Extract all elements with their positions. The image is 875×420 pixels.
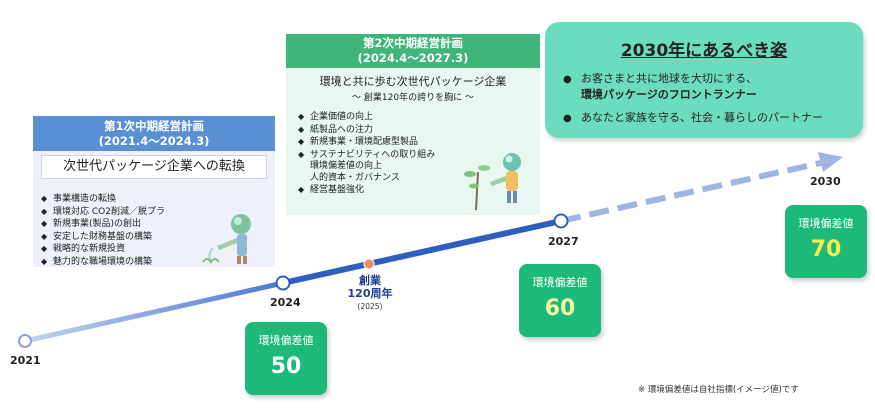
diamond-bullet-icon: ◆ xyxy=(298,185,305,194)
diamond-bullet-icon: ◆ xyxy=(41,194,48,203)
list-item: ◆安定した財務基盤の構築 xyxy=(41,231,153,242)
plan1-bullet-list: ◆事業構造の転換 ◆環境対応 CO2削減／脱プラ ◆新規事業(製品)の創出 ◆安… xyxy=(41,193,165,268)
list-item: ●あなたと家族を守る、社会・暮らしのパートナー xyxy=(563,111,823,124)
list-item: ◆魅力的な職場環境の構築 xyxy=(41,256,153,267)
milestone-2021 xyxy=(18,334,32,348)
diamond-bullet-icon: ◆ xyxy=(298,149,305,159)
score-value: 60 xyxy=(544,296,576,321)
diamond-bullet-icon: ◆ xyxy=(41,206,48,216)
plan2-title: 第2次中期経営計画 xyxy=(362,36,463,50)
list-item: ◆戦略的な新規投資 xyxy=(41,244,126,254)
diamond-bullet-icon: ◆ xyxy=(298,112,305,121)
diamond-bullet-icon: ◆ xyxy=(41,231,48,241)
year-label-2027: 2027 xyxy=(548,235,579,248)
footnote: ※ 環境偏差値は自社指標(イメージ値)です xyxy=(638,385,799,395)
anniversary-year: (2025) xyxy=(357,302,383,311)
list-item: ◆新規事業(製品)の創出 xyxy=(41,219,142,229)
score-box-2030: 環境偏差値 70 xyxy=(785,205,867,278)
plan2-bullet-list: ◆企業価値の向上 ◆紙製品への注力 ◆新規事業・環境配慮型製品 ◆サステナビリテ… xyxy=(298,111,435,197)
list-item: ◆企業価値の向上 xyxy=(298,112,374,122)
plan1-box: 第1次中期経営計画 (2021.4～2024.3) 次世代パッケージ企業への転換… xyxy=(33,116,275,267)
year-label-2024: 2024 xyxy=(270,296,301,309)
score-label: 環境偏差値 xyxy=(798,217,854,230)
plan2-header: 第2次中期経営計画 (2024.4～2027.3) xyxy=(286,34,540,68)
year-label-2021: 2021 xyxy=(10,354,41,367)
score-box-2024: 環境偏差値 50 xyxy=(245,322,327,395)
sapling-globe-illustration xyxy=(464,153,521,211)
watering-globe-illustration xyxy=(202,214,251,264)
plan1-period: (2021.4～2024.3) xyxy=(98,134,210,148)
plan2-box: 第2次中期経営計画 (2024.4～2027.3) 環境と共に歩む次世代パッケー… xyxy=(286,34,540,215)
score-label: 環境偏差値 xyxy=(258,334,314,347)
vision-2030-box: 2030年にあるべき姿 ●お客さまと共に地球を大切にする、 環境パッケージのフロ… xyxy=(545,22,863,138)
list-item: ◆紙製品への注力 xyxy=(298,124,374,135)
list-item: ◆サステナビリティへの取り組み xyxy=(298,149,436,160)
diamond-bullet-icon: ◆ xyxy=(41,244,48,253)
list-item: ◆経営基盤強化 xyxy=(298,185,365,195)
year-label-2030: 2030 xyxy=(810,175,841,188)
anniversary-line2: 120周年 xyxy=(347,287,393,300)
plan2-period: (2024.4～2027.3) xyxy=(357,51,469,65)
diamond-bullet-icon: ◆ xyxy=(41,219,48,228)
score-value: 70 xyxy=(810,237,842,262)
diamond-bullet-icon: ◆ xyxy=(298,124,305,134)
anniversary-line1: 創業 xyxy=(359,274,381,287)
timeline-segment-2027-2030 xyxy=(560,159,826,224)
score-value: 50 xyxy=(270,354,302,379)
plan1-header: 第1次中期経営計画 (2021.4～2024.3) xyxy=(33,116,275,151)
vision-list: ●お客さまと共に地球を大切にする、 環境パッケージのフロントランナー ●あなたと… xyxy=(545,71,863,126)
list-item-sub: 人的資本・ガバナンス xyxy=(310,172,400,183)
vision-item1-emphasis: 環境パッケージのフロントランナー xyxy=(581,88,757,101)
list-item: ◆環境対応 CO2削減／脱プラ xyxy=(41,206,165,217)
diamond-bullet-icon: ◆ xyxy=(41,256,48,266)
plan1-title: 第1次中期経営計画 xyxy=(103,119,204,133)
timeline-arrowhead xyxy=(818,152,843,172)
score-box-2027: 環境偏差値 60 xyxy=(519,264,601,337)
list-item: ●お客さまと共に地球を大切にする、 環境パッケージのフロントランナー xyxy=(563,71,863,102)
list-item: ◆新規事業・環境配慮型製品 xyxy=(298,137,419,147)
vision-title: 2030年にあるべき姿 xyxy=(620,41,788,61)
score-label: 環境偏差値 xyxy=(532,276,588,289)
milestone-2025-anniversary xyxy=(363,258,375,270)
list-item: ◆事業構造の転換 xyxy=(41,194,117,204)
bullet-dot-icon: ● xyxy=(563,74,572,85)
milestone-2024 xyxy=(275,275,291,291)
milestone-2027 xyxy=(553,213,569,229)
anniversary-label: 創業 120周年 (2025) xyxy=(344,274,396,313)
diamond-bullet-icon: ◆ xyxy=(298,137,305,146)
plan2-subtheme: ～ 創業120年の誇りを胸に ～ xyxy=(352,93,474,103)
bullet-dot-icon: ● xyxy=(563,113,572,124)
timeline-segment-2024-2027 xyxy=(282,218,562,286)
list-item-sub: 環境偏差値の向上 xyxy=(310,161,383,171)
timeline-segment-2021-2024 xyxy=(24,280,284,344)
plan2-theme: 環境と共に歩む次世代パッケージ企業 xyxy=(319,75,507,88)
plan1-theme: 次世代パッケージ企業への転換 xyxy=(41,155,267,179)
